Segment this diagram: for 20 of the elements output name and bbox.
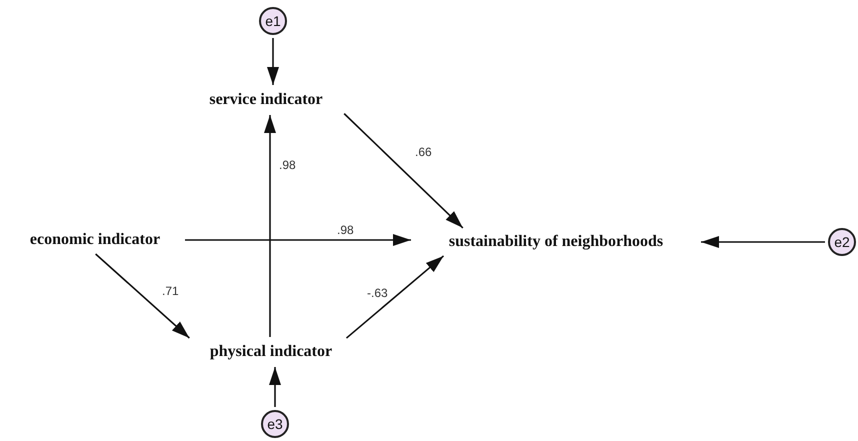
variable-label: service indicator bbox=[209, 91, 323, 109]
error-circle: e3 bbox=[261, 410, 289, 438]
arrow bbox=[267, 38, 279, 85]
edge-label: .66 bbox=[414, 145, 433, 159]
error-circle: e2 bbox=[828, 228, 856, 256]
arrow bbox=[346, 255, 444, 339]
error-circle: e1 bbox=[259, 7, 287, 35]
edge-label: -.63 bbox=[366, 286, 389, 300]
edge-label: .98 bbox=[278, 158, 297, 172]
variable-label: physical indicator bbox=[210, 343, 332, 361]
edge-label: .71 bbox=[161, 284, 180, 298]
arrow bbox=[701, 236, 825, 248]
variable-label: sustainability of neighborhoods bbox=[448, 233, 664, 251]
arrow bbox=[185, 234, 411, 246]
arrow bbox=[344, 113, 464, 228]
edge-label: .98 bbox=[336, 223, 355, 237]
arrow bbox=[95, 253, 190, 339]
arrow bbox=[264, 115, 276, 337]
variable-label: economic indicator bbox=[30, 231, 160, 249]
arrow bbox=[269, 367, 281, 407]
